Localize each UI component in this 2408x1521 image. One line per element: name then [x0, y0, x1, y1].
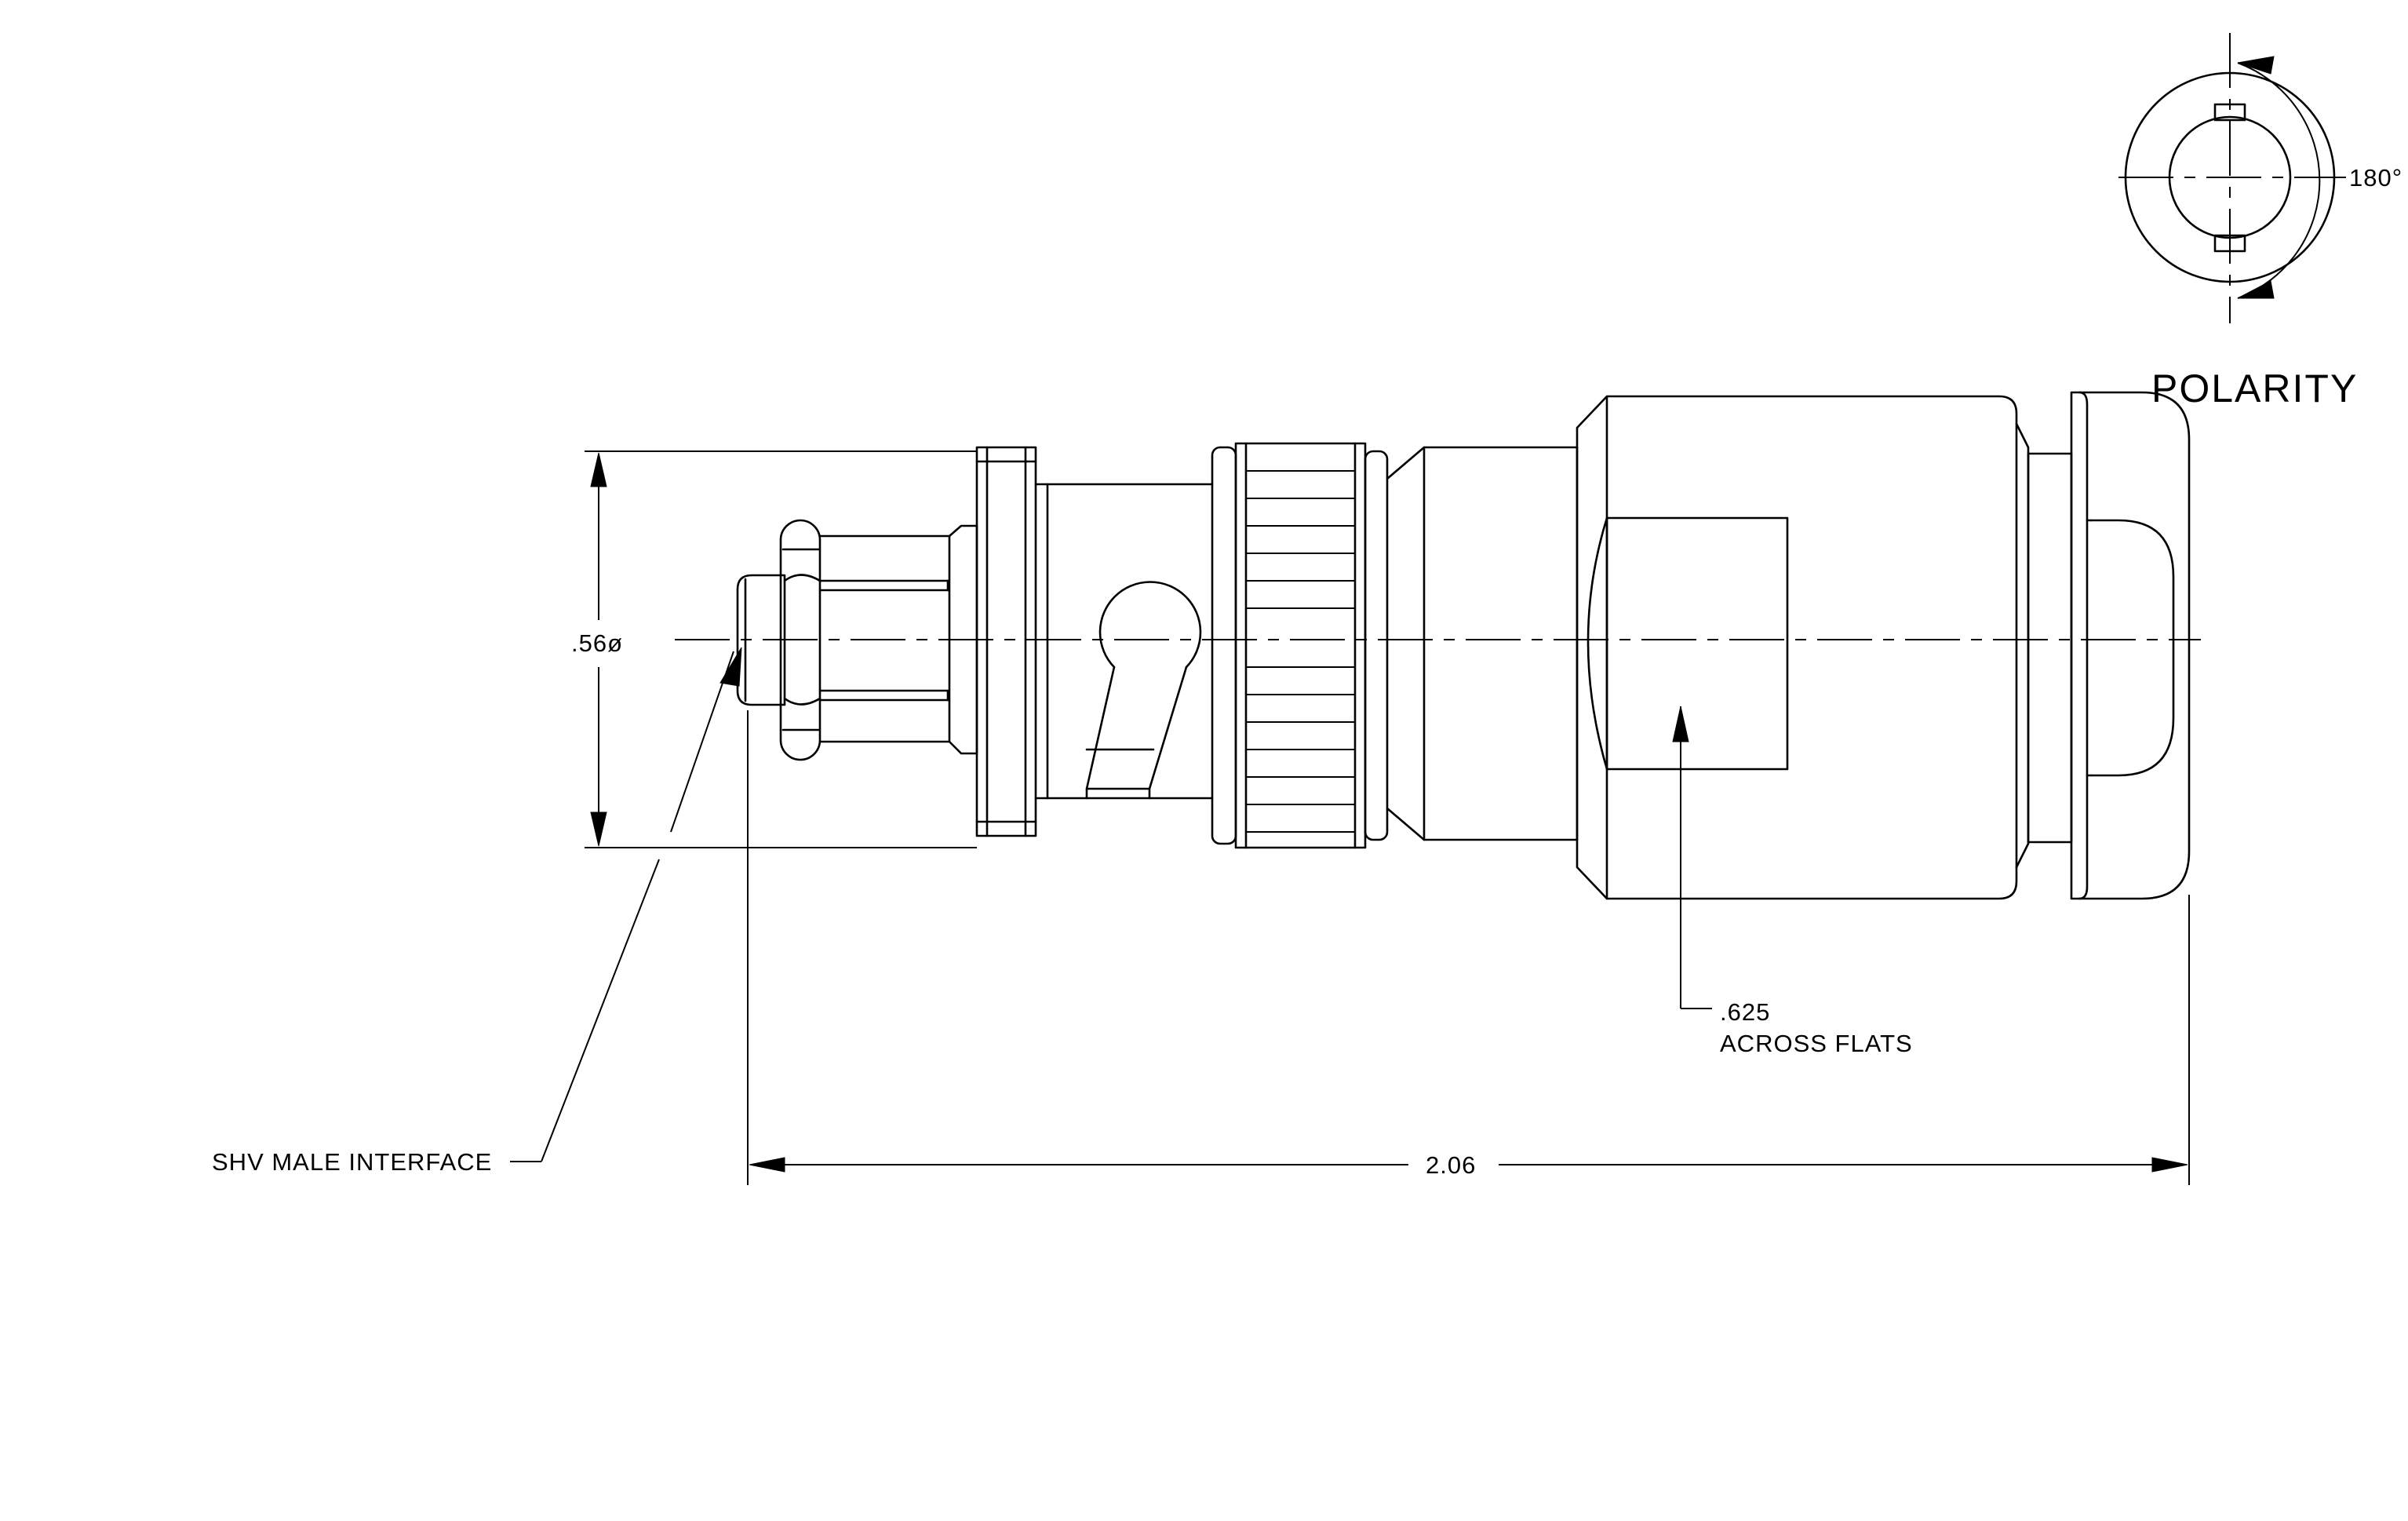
- flats-text-label: ACROSS FLATS: [1720, 1030, 1913, 1057]
- transition-body: [1386, 446, 1579, 841]
- interface-leader: SHV MALE INTERFACE: [212, 647, 742, 1176]
- bayonet-flange: [975, 446, 1037, 837]
- rear-collar: [2027, 452, 2073, 844]
- bayonet-pin-circle: [1098, 581, 1202, 669]
- hex-body: [1576, 395, 2018, 900]
- coupling-nut-left-ring: [1211, 446, 1237, 845]
- length-arrow-right: [2151, 1157, 2188, 1173]
- polarity-angle-label: 180°: [2349, 164, 2403, 191]
- flats-value-label: .625: [1720, 998, 1770, 1026]
- knurl-lines: [1246, 470, 1355, 833]
- front-ring: [779, 519, 821, 761]
- interface-leader-arrow: [719, 647, 742, 687]
- diameter-arrow-top: [590, 452, 607, 487]
- overall-length-label: 2.06: [1426, 1151, 1476, 1179]
- diameter-label: .56ø: [571, 629, 623, 657]
- flats-leader-arrow: [1672, 706, 1689, 742]
- bayonet-slot: [1085, 666, 1188, 790]
- connector-side-view: [675, 391, 2201, 900]
- interface-label: SHV MALE INTERFACE: [212, 1148, 492, 1176]
- overall-length-dimension: 2.06: [747, 710, 2190, 1185]
- coupling-nut-right-ring: [1364, 450, 1389, 841]
- hex-flat-face: [1605, 516, 1789, 771]
- pin-tip: [736, 574, 786, 706]
- rear-cap: [2070, 391, 2191, 900]
- polarity-view: 180° POLARITY: [2118, 33, 2403, 410]
- rear-cap-bulge: [2089, 519, 2175, 777]
- length-arrow-left: [749, 1157, 785, 1173]
- flats-leader: .625 ACROSS FLATS: [1672, 706, 1913, 1057]
- coupling-nut-knurl: [1234, 442, 1367, 849]
- diameter-arrow-bottom: [590, 812, 607, 847]
- rear-step: [2015, 422, 2030, 869]
- polarity-title: POLARITY: [2151, 367, 2358, 410]
- polarity-arrow-bottom: [2237, 280, 2275, 299]
- polarity-arrow-top: [2237, 56, 2275, 75]
- diameter-dimension: .56ø: [571, 450, 977, 848]
- polarity-rotation-arc: [2237, 62, 2321, 299]
